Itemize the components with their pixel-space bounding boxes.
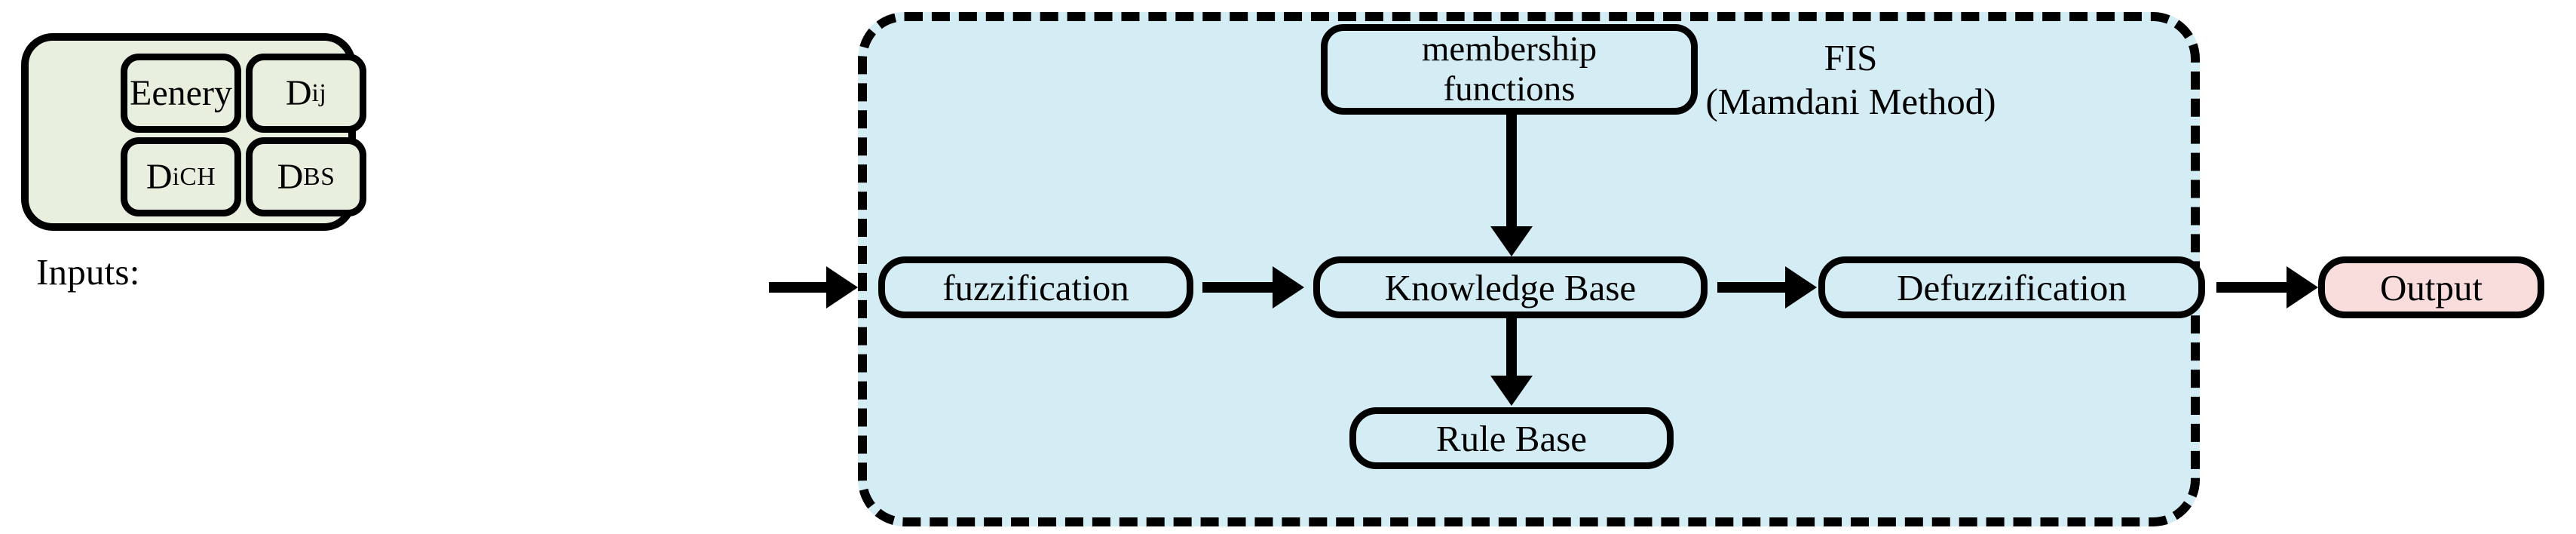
node-fuzzification[interactable]: fuzzification [878, 256, 1193, 318]
arrow-membership-to-knowledge-base [1490, 115, 1533, 256]
input-box-energy[interactable]: Eenery [121, 54, 241, 133]
node-defuzzification-label: Defuzzification [1897, 266, 2127, 308]
arrow-fis-to-output [2216, 266, 2318, 308]
arrow-inputs-to-fis [769, 266, 858, 308]
fis-title-line2: (Mamdani Method) [1705, 80, 1996, 122]
node-membership-functions[interactable]: membership functions [1321, 24, 1698, 115]
input-box-dij-label: D [285, 73, 312, 113]
node-rule-base[interactable]: Rule Base [1349, 407, 1674, 469]
input-box-dich-label: D [145, 157, 173, 197]
arrow-fuzzification-to-knowledge-base [1202, 266, 1304, 308]
node-membership-functions-line1: membership [1421, 29, 1597, 69]
input-box-dbs-sub: BS [303, 162, 335, 191]
input-box-dij-sub: ij [311, 78, 327, 107]
fis-title: FIS (Mamdani Method) [1692, 36, 2009, 124]
node-membership-functions-line2: functions [1443, 69, 1576, 109]
arrow-knowledge-base-to-rule-base [1490, 318, 1533, 406]
node-knowledge-base[interactable]: Knowledge Base [1313, 256, 1708, 318]
input-box-energy-label: Eenery [130, 73, 232, 113]
arrow-knowledge-base-to-defuzzification [1717, 266, 1817, 308]
node-defuzzification[interactable]: Defuzzification [1818, 256, 2205, 318]
input-box-dich-sub: iCH [172, 162, 216, 191]
node-output[interactable]: Output [2318, 256, 2544, 318]
input-box-dbs-label: D [277, 157, 304, 197]
node-rule-base-label: Rule Base [1435, 417, 1588, 459]
inputs-label: Inputs: [36, 251, 140, 293]
fis-title-line1: FIS [1824, 37, 1878, 78]
node-knowledge-base-label: Knowledge Base [1384, 266, 1637, 308]
node-output-label: Output [2379, 266, 2483, 308]
node-fuzzification-label: fuzzification [942, 266, 1129, 308]
